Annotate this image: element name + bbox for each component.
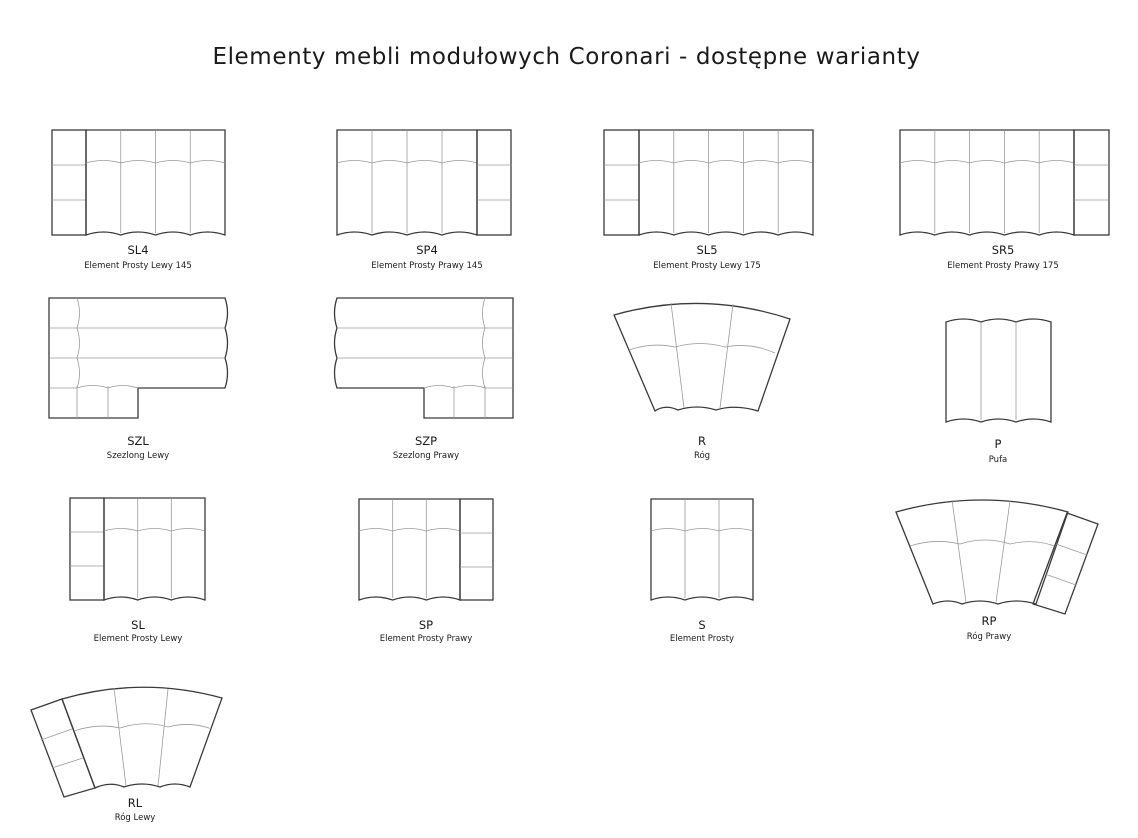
module-code: SZL xyxy=(127,434,149,448)
sl5-seats xyxy=(638,129,814,236)
rl-armrest xyxy=(30,698,96,798)
module-sl4-drawing xyxy=(51,129,226,236)
rp-armrest xyxy=(1032,512,1099,615)
module-code: R xyxy=(698,434,706,448)
sp-seats xyxy=(358,498,461,601)
module-name: Szezlong Lewy xyxy=(106,451,170,461)
module-code: RP xyxy=(981,614,997,628)
module-name: Element Prosty Lewy xyxy=(93,634,183,644)
r-outline xyxy=(613,302,791,412)
module-name: Róg xyxy=(693,451,711,461)
s-seats xyxy=(650,498,754,601)
module-code: SP4 xyxy=(416,243,438,257)
module-code: S xyxy=(698,618,706,632)
module-r-drawing xyxy=(613,302,791,412)
module-code: SR5 xyxy=(991,243,1015,257)
sl4-seats xyxy=(85,129,226,236)
module-code: SZP xyxy=(414,434,438,448)
sl-armrest xyxy=(69,497,105,601)
sp-armrest xyxy=(459,498,494,601)
module-rp-drawing xyxy=(895,499,1099,615)
module-sl-drawing xyxy=(69,497,206,601)
sp4-armrest xyxy=(476,129,512,236)
module-name: Element Prosty xyxy=(669,634,735,644)
sl5-armrest xyxy=(603,129,640,236)
rl-corner xyxy=(61,686,223,789)
module-name: Róg Prawy xyxy=(966,632,1012,642)
module-name: Element Prosty Lewy 175 xyxy=(653,261,761,271)
module-name: Pufa xyxy=(988,455,1008,465)
module-s-drawing xyxy=(650,498,754,601)
module-code: SL xyxy=(131,618,145,632)
sl4-armrest xyxy=(51,129,87,236)
module-sl5-drawing xyxy=(603,129,814,236)
module-sp-drawing xyxy=(358,498,494,601)
module-name: Element Prosty Prawy 145 xyxy=(371,261,483,271)
szl-outline xyxy=(48,297,229,419)
module-rl-drawing xyxy=(30,686,223,798)
module-sr5-drawing xyxy=(899,129,1110,236)
module-name: Element Prosty Lewy 145 xyxy=(84,261,192,271)
module-sp4-drawing xyxy=(336,129,512,236)
module-name: Szezlong Prawy xyxy=(392,451,460,461)
rp-corner xyxy=(895,499,1069,605)
module-code: SL4 xyxy=(127,243,149,257)
module-name: Element Prosty Prawy xyxy=(379,634,473,644)
sp4-seats xyxy=(336,129,478,236)
p-outline xyxy=(945,318,1052,423)
module-name: Róg Lewy xyxy=(114,813,156,823)
module-p-drawing xyxy=(945,318,1052,423)
module-code: RL xyxy=(127,796,143,810)
page-title: Elementy mebli modułowych Coronari - dos… xyxy=(212,44,921,70)
module-szl-drawing xyxy=(48,297,229,419)
sr5-seats xyxy=(899,129,1075,236)
module-code: SP xyxy=(418,618,434,632)
szp-outline xyxy=(333,297,514,419)
module-code: SL5 xyxy=(696,243,718,257)
module-code: P xyxy=(994,437,1002,451)
module-name: Element Prosty Prawy 175 xyxy=(947,261,1059,271)
module-szp-drawing xyxy=(333,297,514,419)
sr5-armrest xyxy=(1073,129,1110,236)
sl-seats xyxy=(103,497,206,601)
